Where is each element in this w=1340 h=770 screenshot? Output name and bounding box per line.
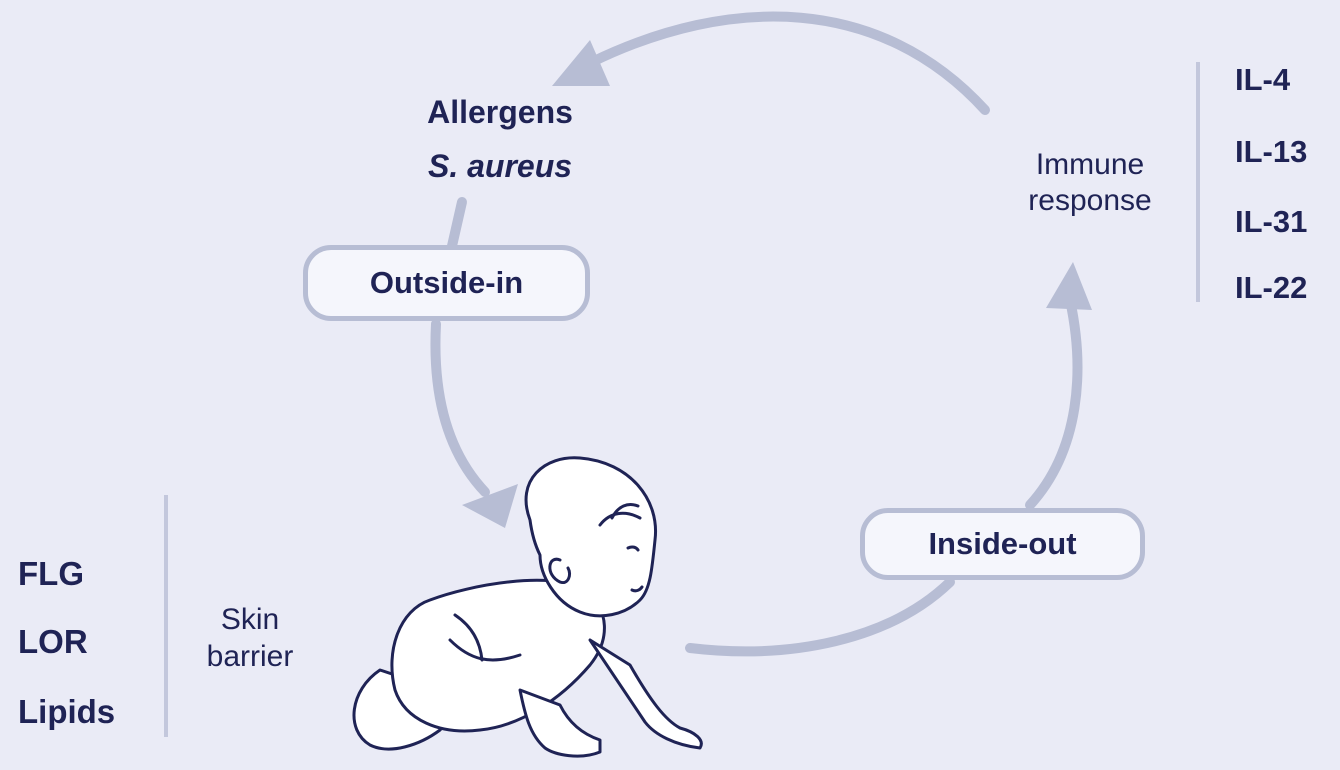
crawling-baby-illustration: [354, 458, 701, 756]
cytokine-il13: IL-13: [1235, 136, 1307, 167]
cytokine-il22: IL-22: [1235, 272, 1307, 303]
skin-label-line2: barrier: [180, 642, 320, 672]
immune-divider: [1196, 62, 1200, 302]
skin-divider: [164, 495, 168, 737]
skin-label-line1: Skin: [180, 605, 320, 635]
connector-allergens-outside-in: [452, 202, 462, 246]
trigger-allergens: Allergens: [400, 96, 600, 128]
immune-label-line1: Immune: [1000, 150, 1180, 180]
arrowhead-immune: [1046, 262, 1092, 310]
cytokine-il31: IL-31: [1235, 206, 1307, 237]
arrow-immune-to-allergens: [592, 17, 985, 110]
cytokine-il4: IL-4: [1235, 64, 1290, 95]
arrow-baby-to-inside-out: [690, 582, 950, 651]
inside-out-label: Inside-out: [928, 526, 1076, 562]
arrow-outside-in-to-baby: [435, 324, 485, 492]
immune-label-line2: response: [1000, 186, 1180, 216]
arrowhead-baby: [462, 484, 518, 528]
skin-factor-lipids: Lipids: [18, 695, 115, 728]
outside-in-pill: Outside-in: [303, 245, 590, 321]
skin-factor-flg: FLG: [18, 557, 84, 590]
trigger-s-aureus: S. aureus: [400, 150, 600, 182]
outside-in-label: Outside-in: [370, 265, 523, 301]
inside-out-pill: Inside-out: [860, 508, 1145, 580]
skin-factor-lor: LOR: [18, 625, 88, 658]
arrow-inside-out-to-immune: [1030, 300, 1077, 505]
